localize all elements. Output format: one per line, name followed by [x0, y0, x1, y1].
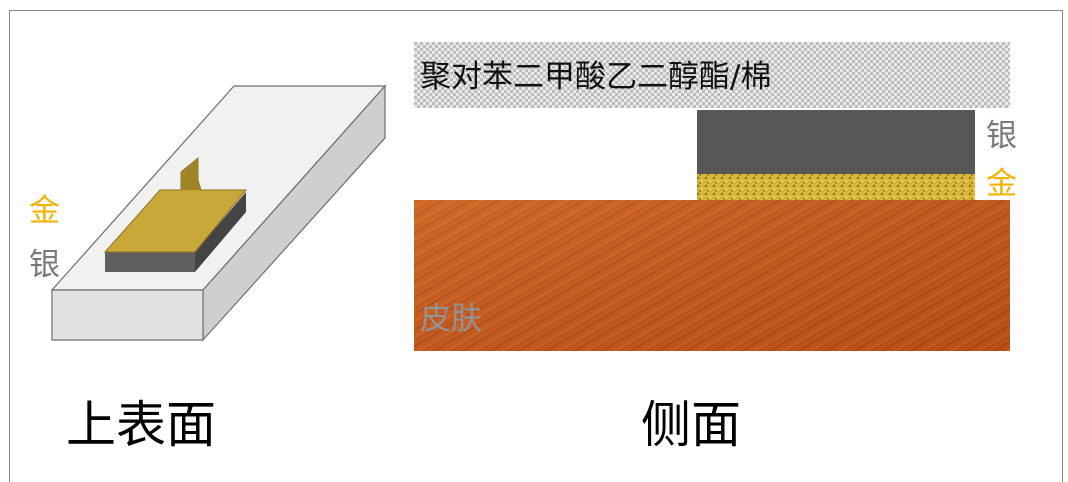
fabric-label: 聚对苯二甲酸乙二醇酯/棉: [420, 59, 772, 95]
electrode-top-view: [103, 156, 248, 272]
skin-block: [414, 200, 1010, 351]
silver-layer: [697, 110, 975, 174]
silver-label-side: 银: [986, 118, 1017, 154]
figure-frame: [9, 10, 1063, 482]
skin-label: 皮肤: [420, 301, 482, 337]
gold-label-top: 金: [29, 193, 60, 229]
caption-side-view: 侧面: [641, 396, 741, 454]
caption-top-view: 上表面: [66, 396, 216, 454]
gold-label-side: 金: [986, 166, 1017, 202]
fabric-layer: [414, 42, 1010, 108]
silver-label-top: 银: [29, 247, 60, 283]
gold-layer: [697, 174, 975, 200]
